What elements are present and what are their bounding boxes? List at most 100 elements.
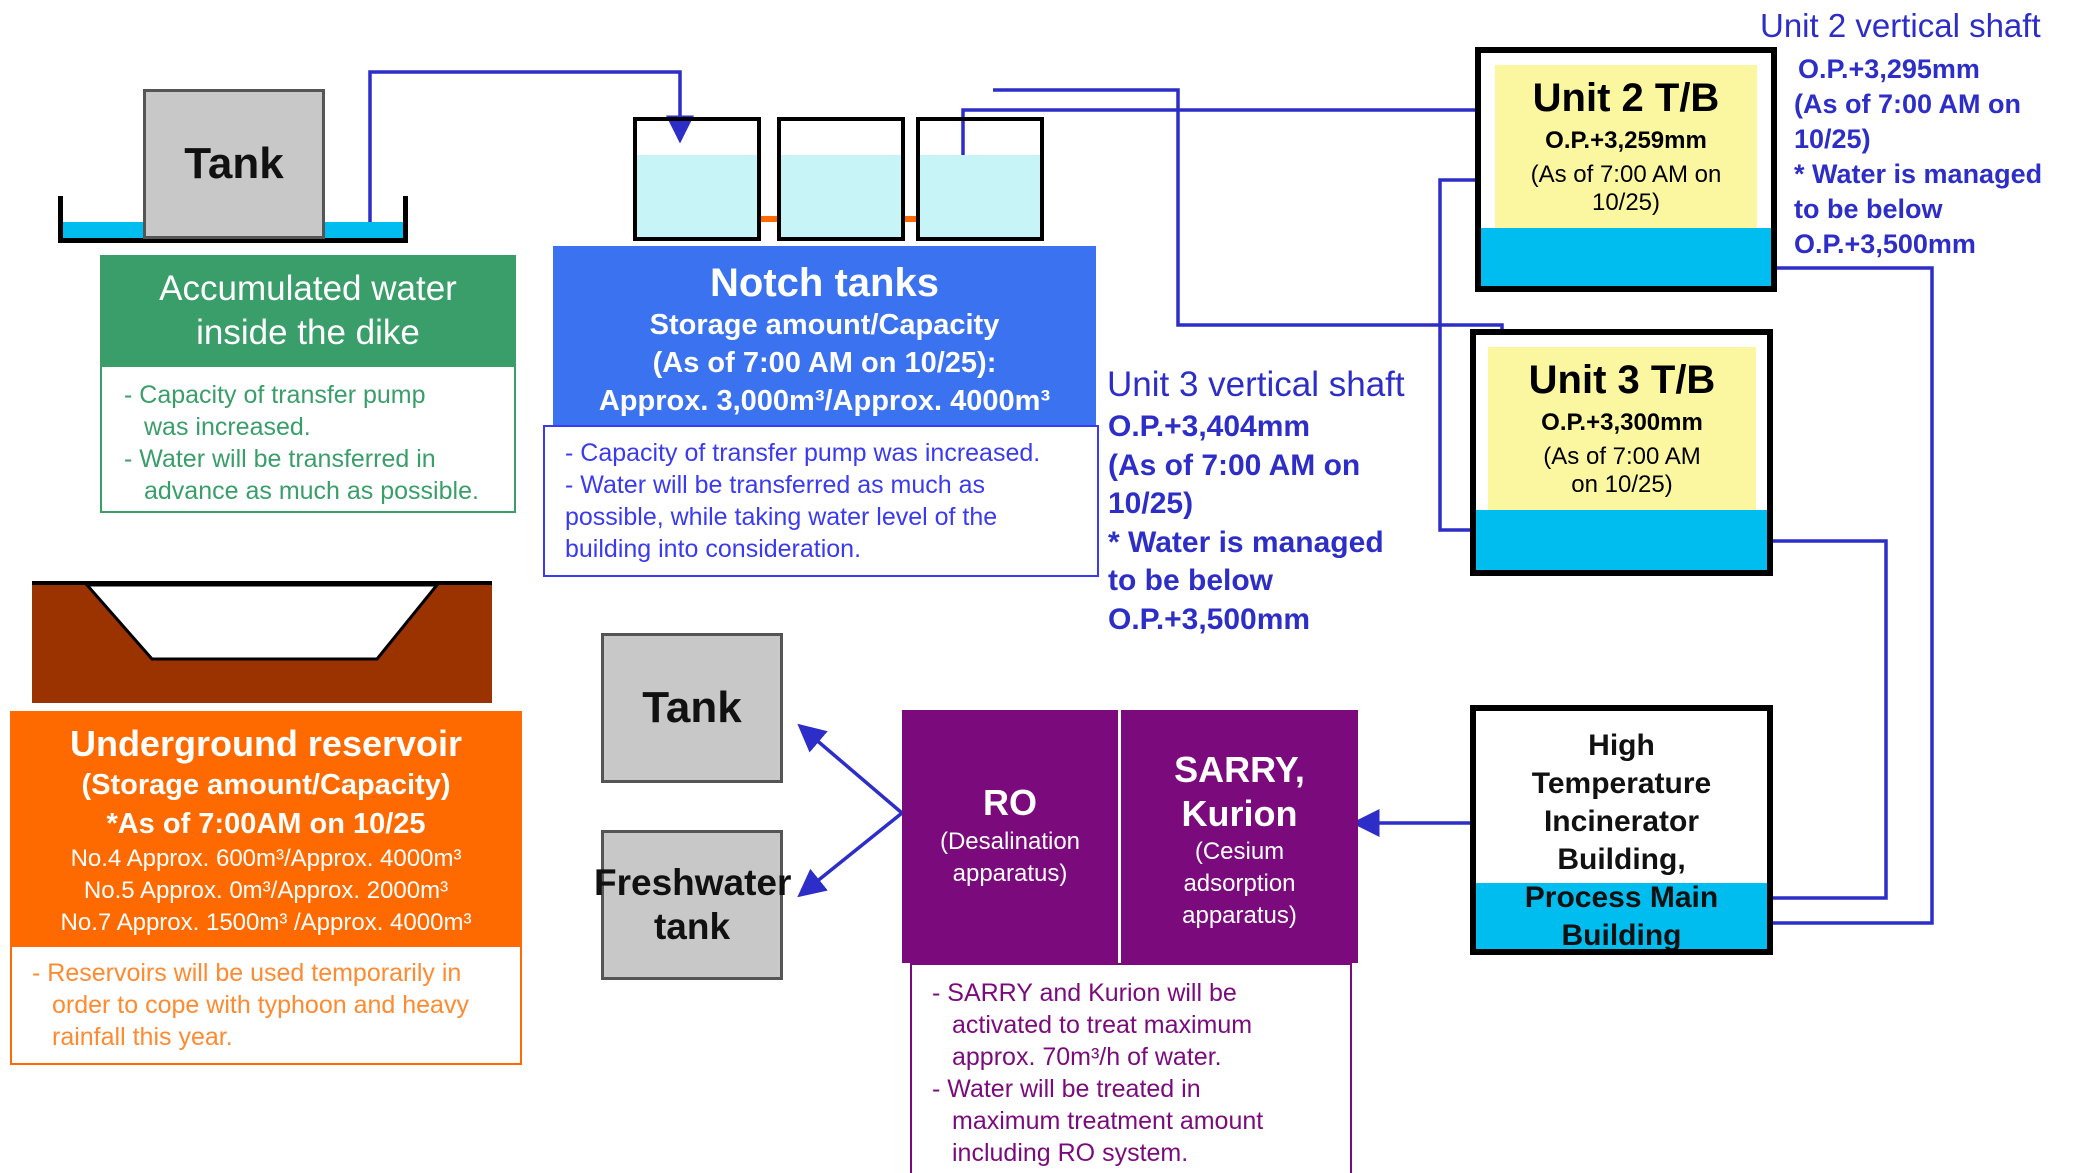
- ro-title: RO: [983, 782, 1037, 823]
- unit3-tb: Unit 3 T/B O.P.+3,300mm (As of 7:00 AM o…: [1470, 329, 1773, 576]
- ro-sarry-divider: [1118, 710, 1121, 963]
- reservoir-row-no4: No.4 Approx. 600m³/Approx. 4000m³: [70, 845, 462, 872]
- unit2-tb-yellow: Unit 2 T/B O.P.+3,259mm (As of 7:00 AM o…: [1495, 65, 1757, 230]
- freshwater-label-2: tank: [653, 906, 731, 947]
- unit2-tb-water: [1481, 228, 1771, 286]
- hti-line3: Incinerator: [1543, 805, 1700, 838]
- unit3-shaft-line3: 10/25): [1108, 487, 1194, 520]
- dike-note-4: advance as much as possible.: [144, 477, 479, 505]
- reservoir-note-3: rainfall this year.: [52, 1023, 233, 1051]
- reservoir-row-no7: No.7 Approx. 1500m³ /Approx. 4000m³: [60, 909, 472, 936]
- freshwater-label-1: Freshwater: [594, 862, 792, 903]
- unit3-tb-level: O.P.+3,300mm: [1541, 409, 1703, 436]
- unit2-tb-asof1: (As of 7:00 AM on: [1530, 161, 1722, 188]
- tank-label: Tank: [642, 683, 742, 732]
- unit2-shaft-line2: (As of 7:00 AM on: [1794, 89, 2022, 119]
- unit2-shaft-line6: O.P.+3,500mm: [1794, 229, 1976, 259]
- sarry-note-3: approx. 70m³/h of water.: [952, 1043, 1222, 1071]
- sarry-title-1: SARRY,: [1174, 749, 1305, 790]
- notch-note-4: building into consideration.: [565, 535, 862, 563]
- hti-line1: High: [1588, 729, 1655, 762]
- unit2-tb-level: O.P.+3,259mm: [1545, 127, 1707, 154]
- hti-line5: Process Main: [1524, 881, 1719, 914]
- dike-title-line2: inside the dike: [196, 313, 420, 352]
- reservoir-notes-box: - Reservoirs will be used temporarily in…: [10, 945, 522, 1065]
- sarry-sub-3: apparatus): [1182, 902, 1297, 929]
- ro-box: RO (Desalination apparatus): [902, 710, 1118, 963]
- sarry-note-1: - SARRY and Kurion will be: [932, 979, 1237, 1007]
- reservoir-sub2: *As of 7:00AM on 10/25: [106, 808, 426, 840]
- line-ro-to-freshwater: [797, 811, 904, 898]
- unit2-shaft-line1: O.P.+3,295mm: [1798, 54, 1980, 84]
- dike-tank-label: Tank: [184, 139, 284, 188]
- unit3-shaft-title: Unit 3 vertical shaft: [1107, 365, 1405, 404]
- reservoir-pit: [83, 583, 441, 661]
- sarry-note-4: - Water will be treated in: [932, 1075, 1201, 1103]
- hti-text: High Temperature Incinerator Building, P…: [1476, 727, 1767, 952]
- dike-note-3: - Water will be transferred in: [124, 445, 436, 473]
- unit2-tb-asof2: 10/25): [1591, 189, 1661, 216]
- hti-water: [1476, 883, 1767, 949]
- reservoir-surface: [32, 581, 492, 585]
- sarry-note-2: activated to treat maximum: [952, 1011, 1253, 1039]
- sarry-sub-2: adsorption: [1183, 870, 1296, 897]
- unit3-shaft-line5: to be below: [1108, 564, 1273, 597]
- notch-tank-3: [916, 117, 1044, 241]
- unit3-shaft-line4: * Water is managed: [1108, 525, 1384, 559]
- unit3-shaft-info: O.P.+3,404mm (As of 7:00 AM on 10/25) * …: [1108, 408, 1438, 639]
- reservoir-note-2: order to cope with typhoon and heavy: [52, 991, 469, 1019]
- hti-line6: Building: [1561, 919, 1682, 952]
- unit2-shaft-line3: 10/25): [1794, 124, 1871, 154]
- unit3-tb-title: Unit 3 T/B: [1528, 358, 1716, 402]
- reservoir-note-1: - Reservoirs will be used temporarily in: [32, 959, 462, 987]
- sarry-note-6: including RO system.: [952, 1139, 1189, 1167]
- notch-line2: (As of 7:00 AM on 10/25):: [652, 347, 997, 379]
- line-ro-to-tank: [797, 723, 904, 815]
- sarry-title-2: Kurion: [1181, 793, 1298, 834]
- notch-note-1: - Capacity of transfer pump was increase…: [565, 439, 1041, 467]
- notch-line3: Approx. 3,000m³/Approx. 4000m³: [598, 385, 1051, 417]
- unit3-tb-yellow: Unit 3 T/B O.P.+3,300mm (As of 7:00 AM o…: [1488, 347, 1756, 513]
- unit2-shaft-line4: * Water is managed: [1794, 159, 2043, 189]
- unit3-tb-water: [1476, 510, 1767, 570]
- unit2-tb-title: Unit 2 T/B: [1532, 76, 1720, 120]
- reservoir-diagram: [32, 581, 492, 703]
- line-dike-to-notch: [368, 70, 694, 233]
- unit3-shaft-line2: (As of 7:00 AM on: [1108, 448, 1361, 482]
- notch-water-2: [781, 155, 901, 237]
- reservoir-row-no5: No.5 Approx. 0m³/Approx. 2000m³: [83, 877, 449, 904]
- reservoir-title-box: Underground reservoir (Storage amount/Ca…: [10, 711, 522, 945]
- sarry-box: SARRY, Kurion (Cesium adsorption apparat…: [1121, 710, 1358, 963]
- sarry-notes-box: - SARRY and Kurion will be activated to …: [910, 963, 1352, 1173]
- unit2-shaft-title: Unit 2 vertical shaft: [1760, 7, 2041, 44]
- unit2-tb: Unit 2 T/B O.P.+3,259mm (As of 7:00 AM o…: [1475, 47, 1777, 292]
- dike-title-box: Accumulated water inside the dike: [100, 255, 516, 365]
- unit3-shaft-line1: O.P.+3,404mm: [1108, 410, 1311, 443]
- reservoir-title: Underground reservoir: [69, 723, 463, 764]
- notch-notes-box: - Capacity of transfer pump was increase…: [543, 425, 1099, 577]
- dike-notes-box: - Capacity of transfer pump was increase…: [100, 365, 516, 513]
- tank-box: Tank: [601, 633, 783, 783]
- freshwater-tank-box: Freshwater tank: [594, 830, 791, 980]
- notch-water-1: [637, 155, 757, 237]
- notch-title: Notch tanks: [710, 261, 939, 305]
- notch-note-2: - Water will be transferred as much as: [565, 471, 986, 499]
- dike-note-2: was increased.: [144, 413, 311, 441]
- notch-line1: Storage amount/Capacity: [649, 309, 1000, 341]
- line-unit3-to-hti: [1715, 539, 1888, 912]
- ro-sub1: (Desalination: [939, 828, 1081, 855]
- line-unit2-to-hti: [1706, 266, 1934, 937]
- unit2-shaft-info: O.P.+3,295mm (As of 7:00 AM on 10/25) * …: [1794, 52, 2094, 262]
- unit3-shaft-line6: O.P.+3,500mm: [1108, 602, 1311, 636]
- notch-tank-2: [777, 117, 905, 241]
- dike-tank: Tank: [143, 89, 325, 239]
- notch-title-box: Notch tanks Storage amount/Capacity (As …: [553, 246, 1096, 432]
- unit3-tb-asof2: on 10/25): [1571, 471, 1673, 498]
- hti-building: High Temperature Incinerator Building, P…: [1470, 705, 1773, 955]
- dike-title-line1: Accumulated water: [159, 269, 457, 308]
- sarry-sub-1: (Cesium: [1194, 838, 1285, 865]
- notch-water-3: [920, 155, 1040, 237]
- unit3-tb-asof1: (As of 7:00 AM: [1543, 443, 1701, 470]
- ro-sub2: apparatus): [952, 860, 1068, 887]
- reservoir-sub1: (Storage amount/Capacity): [81, 769, 451, 801]
